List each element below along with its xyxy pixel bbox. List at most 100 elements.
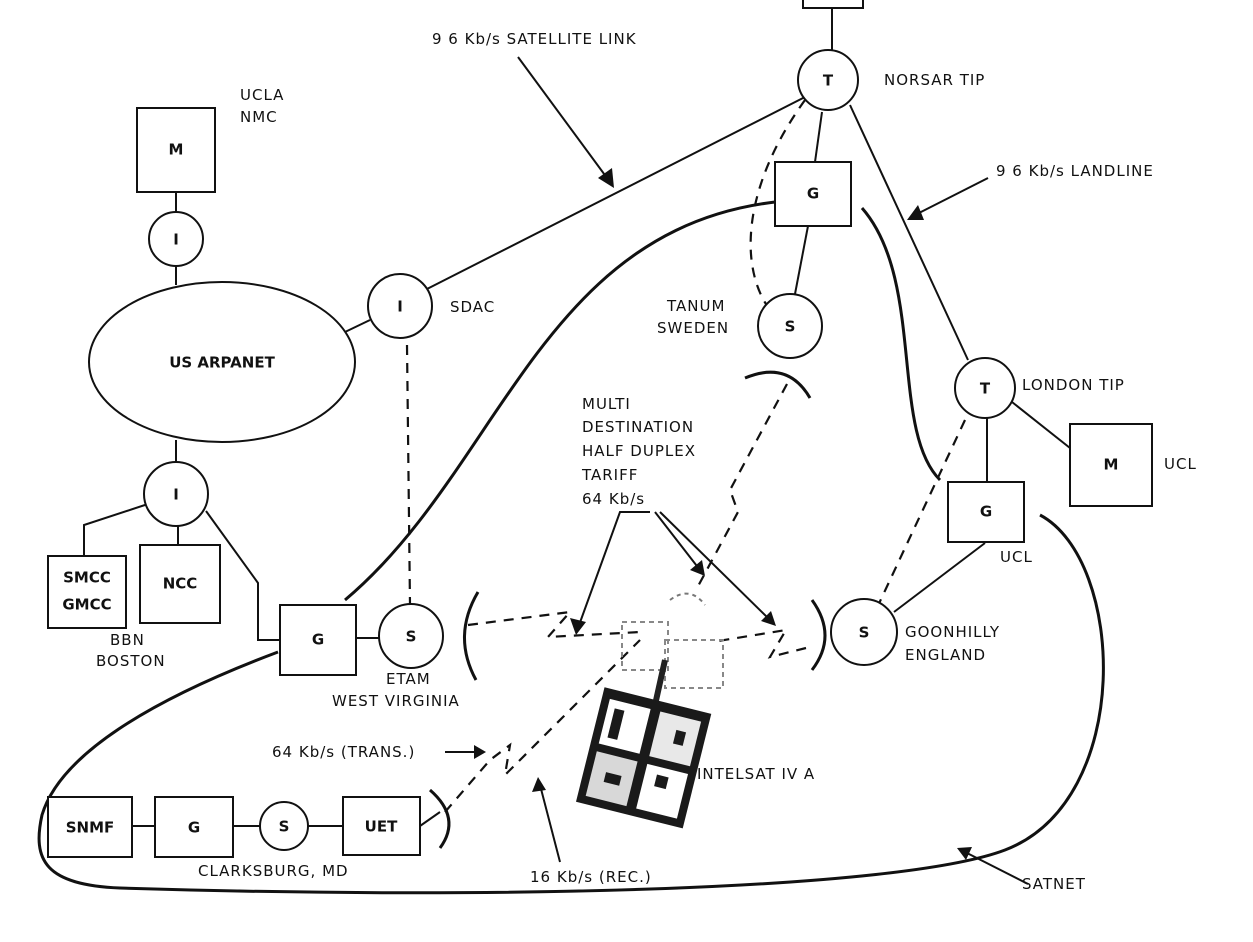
ncc-node: NCC bbox=[139, 544, 221, 624]
multi-destination-line1: MULTI bbox=[582, 395, 631, 413]
etam-label-line1: ETAM bbox=[386, 670, 431, 688]
etam-label-line2: WEST VIRGINIA bbox=[332, 692, 460, 710]
etam-gateway-node: G bbox=[279, 604, 357, 676]
norsar-tip-node: T bbox=[797, 49, 859, 111]
tanum-satellite-dashed bbox=[695, 383, 788, 591]
etam-dish bbox=[463, 591, 480, 681]
norsar-etam-curve bbox=[344, 200, 776, 602]
uet-node: UET bbox=[342, 796, 421, 856]
tariff-arrowhead-right bbox=[761, 611, 776, 626]
uet-dish bbox=[429, 788, 451, 849]
sdac-imp-letter: I bbox=[397, 298, 403, 316]
london-tip-label: LONDON TIP bbox=[1022, 376, 1125, 394]
norsar-gateway-letter: G bbox=[807, 185, 819, 203]
bbn-label-line1: BBN bbox=[110, 631, 145, 649]
goonhilly-dish bbox=[810, 599, 827, 671]
etam-gateway-letter: G bbox=[312, 631, 324, 649]
tariff-arrowhead-center bbox=[690, 560, 705, 576]
sdac-label: SDAC bbox=[450, 298, 495, 316]
satellite-link-arrowhead bbox=[598, 168, 614, 188]
london-ucl-link bbox=[1011, 401, 1071, 449]
snmf-label: SNMF bbox=[66, 819, 115, 837]
landline-arrowhead bbox=[907, 205, 924, 220]
norsar-tanum-link bbox=[794, 225, 809, 295]
uet-dish-link bbox=[419, 811, 441, 827]
norsar-tip-label: NORSAR TIP bbox=[884, 71, 985, 89]
tariff-pointer-center bbox=[654, 511, 701, 571]
satnet-loop bbox=[37, 513, 1105, 895]
bbn-label-line2: BOSTON bbox=[96, 652, 166, 670]
norsar-gateway-node: G bbox=[774, 161, 852, 227]
ucl-monitor-node: M bbox=[1069, 423, 1153, 507]
intelsat-label: INTELSAT IV A bbox=[697, 765, 815, 783]
norsar-upper-box bbox=[802, 0, 864, 9]
snmf-node: SNMF bbox=[47, 796, 133, 858]
ucl-gateway-node: G bbox=[947, 481, 1025, 543]
clarksburg-label: CLARKSBURG, MD bbox=[198, 862, 349, 880]
ucla-monitor-letter: M bbox=[169, 141, 184, 159]
uet-label: UET bbox=[365, 818, 398, 836]
us-arpanet-label: US ARPANET bbox=[169, 354, 275, 372]
arpanet-sdac-link bbox=[344, 319, 371, 333]
rec-pointer bbox=[539, 784, 561, 863]
smcc-gmcc-node: SMCC GMCC bbox=[47, 555, 127, 629]
sdac-etam-dashed bbox=[405, 344, 412, 606]
goonhilly-label-line1: GOONHILLY bbox=[905, 623, 1000, 641]
ucla-label-line2: NMC bbox=[240, 108, 278, 126]
goonhilly-satellite-dashed bbox=[711, 628, 807, 659]
tanum-label-line2: SWEDEN bbox=[657, 319, 729, 337]
london-tip-letter: T bbox=[980, 380, 991, 398]
satnet-label: SATNET bbox=[1022, 875, 1086, 893]
tanum-label-line1: TANUM bbox=[666, 297, 725, 315]
goonhilly-station-node: S bbox=[830, 598, 898, 666]
norsar-ucl-curve bbox=[860, 207, 942, 482]
rec-rate-label: 16 Kb/s (REC.) bbox=[530, 868, 652, 886]
bbn-imp-node: I bbox=[143, 461, 209, 527]
london-tip-node: T bbox=[954, 357, 1016, 419]
multi-destination-line2: DESTINATION bbox=[582, 418, 694, 436]
ucl-gateway-letter: G bbox=[980, 503, 992, 521]
ucla-imp-letter: I bbox=[173, 231, 179, 249]
multi-destination-line4: TARIFF bbox=[581, 466, 638, 484]
norsar-gateway-link bbox=[814, 111, 823, 163]
rec-arrowhead bbox=[532, 777, 546, 792]
multi-destination-line3: HALF DUPLEX bbox=[582, 442, 696, 460]
clarksburg-station-letter: S bbox=[279, 818, 290, 836]
norsar-tip-letter: T bbox=[823, 72, 834, 90]
norsar-tanum-dashed bbox=[749, 99, 806, 311]
bbn-imp-letter: I bbox=[173, 486, 179, 504]
satnet-pointer bbox=[964, 851, 1029, 885]
us-arpanet-node: US ARPANET bbox=[88, 281, 356, 443]
tanum-dish bbox=[744, 370, 812, 399]
tanum-station-letter: S bbox=[785, 318, 796, 336]
bbn-etam-link bbox=[205, 510, 280, 641]
ucl-monitor-side-label: UCL bbox=[1164, 455, 1197, 473]
satellite-link-line bbox=[424, 96, 806, 291]
tariff-pointer-right bbox=[659, 511, 771, 621]
satellite-link-label: 9 6 Kb/s SATELLITE LINK bbox=[432, 30, 637, 48]
etam-station-letter: S bbox=[406, 628, 417, 646]
etam-satellite-dashed bbox=[467, 610, 641, 639]
trans-arrowhead bbox=[474, 745, 486, 759]
sdac-imp-node: I bbox=[367, 273, 433, 339]
ucl-monitor-letter: M bbox=[1104, 456, 1119, 474]
goonhilly-label-line2: ENGLAND bbox=[905, 646, 986, 664]
clarksburg-gateway-letter: G bbox=[188, 819, 200, 837]
clarksburg-gateway-node: G bbox=[154, 796, 234, 858]
tanum-station-node: S bbox=[757, 293, 823, 359]
trans-rate-label: 64 Kb/s (TRANS.) bbox=[272, 743, 415, 761]
ucla-imp-node: I bbox=[148, 211, 204, 267]
satellite-link-pointer bbox=[517, 56, 611, 183]
gmcc-label: GMCC bbox=[62, 596, 111, 614]
intelsat-satellite-icon bbox=[575, 592, 724, 829]
goonhilly-station-letter: S bbox=[859, 624, 870, 642]
ucl-gateway-label: UCL bbox=[1000, 548, 1033, 566]
ucla-label-line1: UCLA bbox=[240, 86, 284, 104]
multi-destination-line5: 64 Kb/s bbox=[582, 490, 645, 508]
ncc-label: NCC bbox=[163, 575, 198, 593]
norsar-london-landline bbox=[849, 104, 969, 361]
satnet-arrowhead bbox=[957, 847, 972, 860]
clarksburg-station-node: S bbox=[259, 801, 309, 851]
smcc-label: SMCC bbox=[63, 569, 111, 587]
